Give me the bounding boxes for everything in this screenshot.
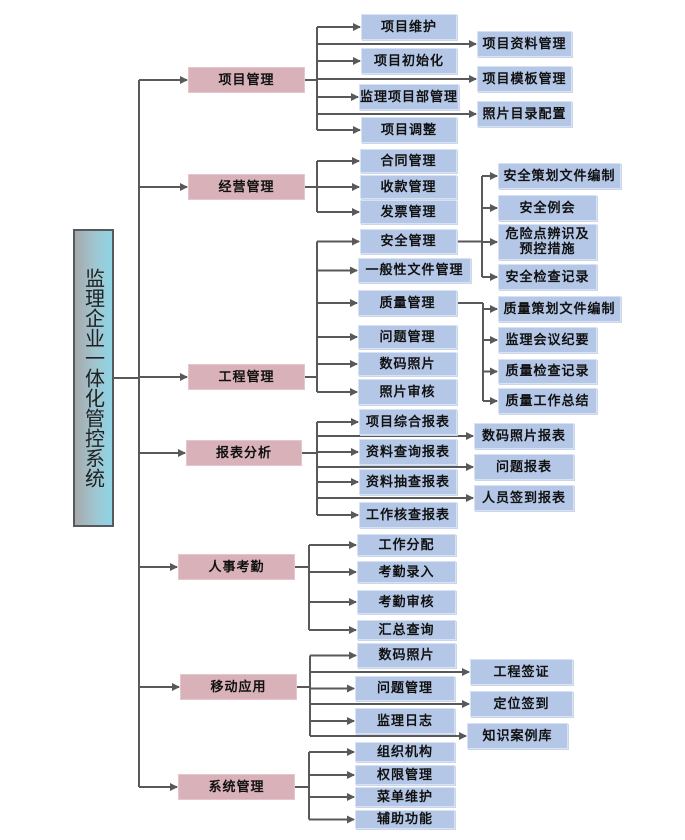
function-safety-management[interactable]: 安全管理 bbox=[360, 229, 457, 254]
function-mobile-digital-photos[interactable]: 数码照片 bbox=[357, 643, 456, 668]
function-attendance-review[interactable]: 考勤审核 bbox=[357, 590, 456, 614]
function-quality-work-summary[interactable]: 质量工作总结 bbox=[498, 388, 597, 414]
function-project-template-management[interactable]: 项目模板管理 bbox=[477, 66, 572, 92]
function-safety-inspection-record[interactable]: 安全检查记录 bbox=[498, 264, 597, 290]
function-general-document-management[interactable]: 一般性文件管理 bbox=[358, 258, 471, 283]
function-project-initialization[interactable]: 项目初始化 bbox=[361, 48, 457, 74]
function-digital-photo-report[interactable]: 数码照片报表 bbox=[474, 423, 574, 449]
function-document-spot-check-report[interactable]: 资料抽查报表 bbox=[359, 469, 457, 495]
function-photo-review[interactable]: 照片审核 bbox=[358, 379, 457, 405]
function-organization-structure[interactable]: 组织机构 bbox=[355, 742, 455, 762]
module-report-analysis[interactable]: 报表分析 bbox=[186, 440, 302, 466]
function-staff-check-in-report[interactable]: 人员签到报表 bbox=[474, 485, 574, 511]
function-work-assignment[interactable]: 工作分配 bbox=[357, 534, 456, 556]
module-mobile-app[interactable]: 移动应用 bbox=[180, 674, 297, 700]
function-safety-meeting[interactable]: 安全例会 bbox=[498, 195, 597, 221]
function-quality-plan-drafting[interactable]: 质量策划文件编制 bbox=[498, 296, 621, 322]
function-payment-collection[interactable]: 收款管理 bbox=[360, 175, 457, 199]
module-project-management[interactable]: 项目管理 bbox=[188, 67, 305, 93]
function-supervision-dept-management[interactable]: 监理项目部管理 bbox=[359, 84, 459, 110]
function-quality-inspection-record[interactable]: 质量检查记录 bbox=[498, 359, 597, 384]
function-quality-management[interactable]: 质量管理 bbox=[358, 290, 457, 316]
function-project-summary-report[interactable]: 项目综合报表 bbox=[359, 409, 457, 435]
function-project-adjustment[interactable]: 项目调整 bbox=[361, 117, 457, 143]
function-supervision-log[interactable]: 监理日志 bbox=[355, 708, 455, 734]
function-mobile-issue-management[interactable]: 问题管理 bbox=[355, 676, 455, 701]
function-summary-query[interactable]: 汇总查询 bbox=[357, 620, 456, 640]
function-location-check-in[interactable]: 定位签到 bbox=[470, 691, 573, 717]
root-node-system-title: 监理企业一体化管控系统 bbox=[73, 229, 114, 527]
module-business-management[interactable]: 经营管理 bbox=[188, 174, 305, 200]
function-work-verification-report[interactable]: 工作核查报表 bbox=[359, 502, 457, 528]
function-document-query-report[interactable]: 资料查询报表 bbox=[359, 439, 457, 465]
function-contract-management[interactable]: 合同管理 bbox=[360, 149, 457, 173]
function-attendance-entry[interactable]: 考勤录入 bbox=[357, 561, 456, 583]
function-issue-report[interactable]: 问题报表 bbox=[474, 454, 574, 480]
function-auxiliary-functions[interactable]: 辅助功能 bbox=[355, 810, 455, 829]
module-system-management[interactable]: 系统管理 bbox=[178, 774, 295, 800]
function-supervision-meeting-minutes[interactable]: 监理会议纪要 bbox=[498, 327, 597, 353]
function-knowledge-case-library[interactable]: 知识案例库 bbox=[467, 723, 568, 749]
module-hr-attendance[interactable]: 人事考勤 bbox=[178, 554, 295, 580]
function-menu-maintenance[interactable]: 菜单维护 bbox=[355, 787, 455, 807]
function-photo-directory-config[interactable]: 照片目录配置 bbox=[477, 101, 572, 127]
function-issue-management[interactable]: 问题管理 bbox=[358, 325, 457, 349]
function-invoice-management[interactable]: 发票管理 bbox=[360, 200, 457, 224]
module-engineering-management[interactable]: 工程管理 bbox=[188, 364, 305, 390]
function-permission-management[interactable]: 权限管理 bbox=[355, 765, 455, 785]
function-engineering-visa[interactable]: 工程签证 bbox=[470, 659, 573, 685]
function-project-maintenance[interactable]: 项目维护 bbox=[361, 14, 457, 40]
function-digital-photos[interactable]: 数码照片 bbox=[358, 352, 457, 376]
function-safety-plan-drafting[interactable]: 安全策划文件编制 bbox=[498, 163, 621, 189]
function-hazard-identification-control[interactable]: 危险点辨识及 预控措施 bbox=[498, 224, 597, 260]
function-project-document-management[interactable]: 项目资料管理 bbox=[477, 31, 572, 57]
